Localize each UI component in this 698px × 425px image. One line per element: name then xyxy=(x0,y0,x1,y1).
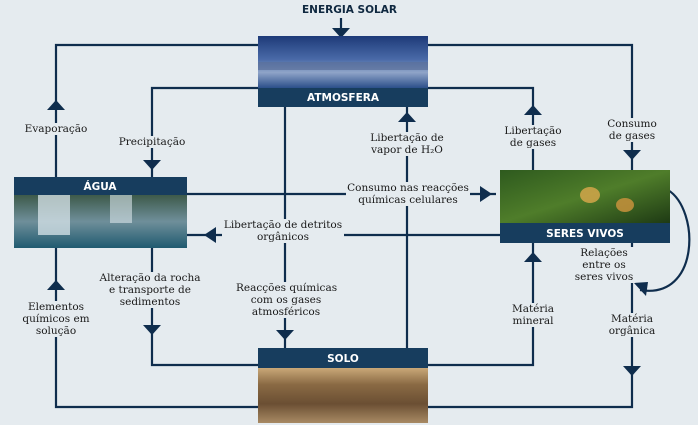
label-detritos-line2: orgânicos xyxy=(256,231,310,243)
label-precipitacao: Precipitação xyxy=(116,136,188,148)
label-materia-mineral: Matéria mineral xyxy=(508,303,558,327)
label-materia-organica-line1: Matéria xyxy=(610,313,654,325)
label-consumo-reaccoes-line2: químicas celulares xyxy=(358,194,458,206)
label-elementos-quimicos: Elementos químicos em solução xyxy=(22,301,90,337)
line-precipitacao xyxy=(150,86,258,178)
arrow-energia-solar xyxy=(332,28,350,38)
arrow-libertacao-gases xyxy=(524,105,542,115)
label-alteracao-rocha: Alteração da rocha e transporte de sedim… xyxy=(98,272,202,308)
atmosfera-box: ATMOSFERA xyxy=(258,36,428,107)
seres-vivos-title: SERES VIVOS xyxy=(546,228,624,240)
arrow-libertacao-vapor xyxy=(398,112,416,122)
label-precipitacao-text: Precipitação xyxy=(118,136,186,148)
label-consumo-reaccoes: Consumo nas reacções químicas celulares xyxy=(346,182,470,206)
label-consumo-gases-line2: de gases xyxy=(608,130,656,142)
label-relacoes-line2: entre os xyxy=(582,259,626,271)
label-libertacao-vapor: Libertação de vapor de H₂O xyxy=(370,132,444,156)
solo-photo xyxy=(258,368,428,423)
arrow-materia-organica xyxy=(623,366,641,376)
label-relacoes-line3: seres vivos xyxy=(574,271,634,283)
label-materia-mineral-line2: mineral xyxy=(512,315,554,327)
line-materia-mineral xyxy=(428,243,535,367)
label-materia-mineral-line1: Matéria xyxy=(511,303,555,315)
solo-header xyxy=(258,348,428,368)
label-reaccoes-line3: atmosféricos xyxy=(251,306,321,318)
arrow-elementos-quimicos xyxy=(47,280,65,290)
atmosfera-title: ATMOSFERA xyxy=(307,92,380,104)
label-reaccoes-quimicas: Reacções químicas com os gases atmosféri… xyxy=(236,282,338,318)
label-evaporacao: Evaporação xyxy=(22,123,90,135)
label-consumo-reaccoes-line1: Consumo nas reacções xyxy=(347,182,469,194)
arrow-relacoes xyxy=(634,282,648,296)
label-reaccoes-line1: Reacções químicas xyxy=(236,282,338,294)
solo-box: SOLO xyxy=(258,348,428,423)
arrow-consumo-reaccoes xyxy=(480,186,492,202)
arrow-alteracao-rocha xyxy=(143,325,161,335)
label-detritos-line1: Libertação de detritos xyxy=(223,219,343,231)
label-alteracao-line2: e transporte de xyxy=(109,284,191,296)
label-libertacao-gases-line1: Libertação xyxy=(504,125,562,137)
label-materia-organica-line2: orgânica xyxy=(608,325,656,337)
label-libertacao-detritos: Libertação de detritos orgânicos xyxy=(222,219,344,243)
agua-title: ÁGUA xyxy=(83,180,117,193)
arrow-evaporacao xyxy=(47,100,65,110)
arrow-precipitacao xyxy=(143,160,161,170)
label-libertacao-gases: Libertação de gases xyxy=(503,125,563,149)
arrow-materia-mineral xyxy=(524,252,542,262)
label-consumo-gases: Consumo de gases xyxy=(602,118,662,142)
line-relacoes-loop xyxy=(639,189,691,292)
arrow-libertacao-detritos xyxy=(204,227,216,243)
label-evaporacao-text: Evaporação xyxy=(24,123,88,135)
label-alteracao-line3: sedimentos xyxy=(119,296,181,308)
label-alteracao-line1: Alteração da rocha xyxy=(99,272,201,284)
arrow-consumo-gases xyxy=(623,150,641,160)
agua-header xyxy=(14,177,187,195)
label-elementos-line2: químicos em xyxy=(22,313,90,325)
label-materia-organica: Matéria orgânica xyxy=(604,313,660,337)
label-elementos-line3: solução xyxy=(35,325,77,337)
atmosfera-header xyxy=(258,88,428,107)
label-libertacao-vapor-line2: vapor de H₂O xyxy=(371,144,443,156)
label-relacoes-line1: Relações xyxy=(580,247,628,259)
line-materia-organica xyxy=(428,243,634,409)
seres-vivos-box: SERES VIVOS xyxy=(500,170,670,243)
solo-title: SOLO xyxy=(327,353,359,365)
arrow-atmosfera-solo xyxy=(276,330,294,340)
agua-box: ÁGUA xyxy=(14,177,187,248)
connector-lines xyxy=(54,18,691,409)
label-elementos-line1: Elementos xyxy=(27,301,85,313)
line-consumo-gases xyxy=(428,43,634,170)
label-relacoes: Relações entre os seres vivos xyxy=(573,247,635,283)
label-reaccoes-line2: com os gases xyxy=(250,294,322,306)
seres-vivos-header xyxy=(500,223,670,243)
arrowheads xyxy=(47,28,648,376)
energia-solar-title: ENERGIA SOLAR xyxy=(302,4,397,16)
label-libertacao-vapor-line1: Libertação de xyxy=(370,132,444,144)
label-consumo-gases-line1: Consumo xyxy=(607,118,657,130)
line-evaporacao xyxy=(54,43,258,178)
label-libertacao-gases-line2: de gases xyxy=(509,137,557,149)
